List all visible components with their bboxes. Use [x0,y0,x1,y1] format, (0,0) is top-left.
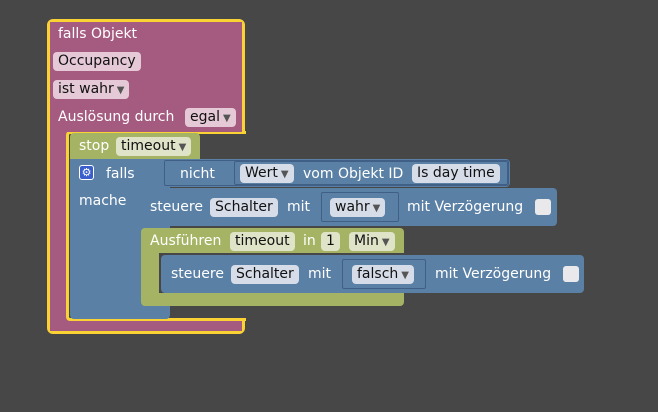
object-dropdown[interactable]: Occupancy [53,52,141,71]
control1-value: wahr [335,199,370,215]
control1-label: steuere [150,199,203,215]
value-slot [234,161,508,185]
chevron-down-icon: ▼ [116,85,125,96]
of-object-label: vom Objekt ID [303,166,404,182]
delayed-timer-dropdown[interactable]: timeout [230,232,295,251]
trigger-title: falls Objekt [58,26,138,42]
delayed-in-label: in [303,233,316,249]
control1-with-label: mit [287,199,311,215]
control2-target: Schalter [236,266,294,282]
control2-with-label: mit [308,266,332,282]
object-value: Occupancy [58,53,136,69]
stop-timer-dropdown[interactable]: timeout▼ [116,137,192,156]
object-id-field[interactable]: Is day time [412,164,500,183]
value-field: Wert [245,165,278,181]
condition-dropdown[interactable]: ist wahr▼ [53,80,130,99]
delayed-unit: Min [354,233,379,249]
control2-value-dropdown[interactable]: falsch▼ [352,265,414,284]
chevron-down-icon: ▼ [381,237,390,248]
trigger-block-bottom [50,321,242,331]
chevron-down-icon: ▼ [178,142,187,153]
value-dropdown[interactable]: Wert▼ [240,164,294,183]
condition-slot [164,160,509,186]
condition-value: ist wahr [58,81,114,97]
not-label: nicht [180,166,215,182]
trigger-value: egal [190,109,220,125]
control1-target-field[interactable]: Schalter [210,198,278,217]
stop-timer-value: timeout [121,138,176,154]
delayed-amount-field[interactable]: 1 [321,232,340,251]
stop-label: stop [79,138,110,154]
control1-target: Schalter [215,199,273,215]
control1-delay-label: mit Verzögerung [407,199,524,215]
delayed-unit-dropdown[interactable]: Min▼ [349,232,395,251]
do-label: mache [79,193,127,209]
chevron-down-icon: ▼ [280,169,289,180]
object-id-value: Is day time [417,165,495,181]
chevron-down-icon: ▼ [401,270,409,281]
chevron-down-icon: ▼ [222,113,231,124]
control1-value-slot [321,192,399,222]
control2-label: steuere [171,266,224,282]
delayed-timer-value: timeout [235,233,290,249]
chevron-down-icon: ▼ [372,203,381,214]
if-label: falls [106,166,135,182]
control2-delay-label: mit Verzögerung [435,266,552,282]
control1-value-dropdown[interactable]: wahr▼ [330,198,386,217]
control1-delay-checkbox[interactable] [535,199,551,215]
delayed-label: Ausführen [150,233,222,249]
trigger-label: Auslösung durch [58,109,175,125]
trigger-dropdown[interactable]: egal▼ [185,108,236,127]
delayed-amount: 1 [326,233,335,249]
control2-target-field[interactable]: Schalter [231,265,299,284]
control2-value-slot [342,259,426,289]
gear-icon[interactable]: ⚙ [79,165,94,180]
control2-delay-checkbox[interactable] [563,266,579,282]
control2-value: falsch [357,266,399,282]
